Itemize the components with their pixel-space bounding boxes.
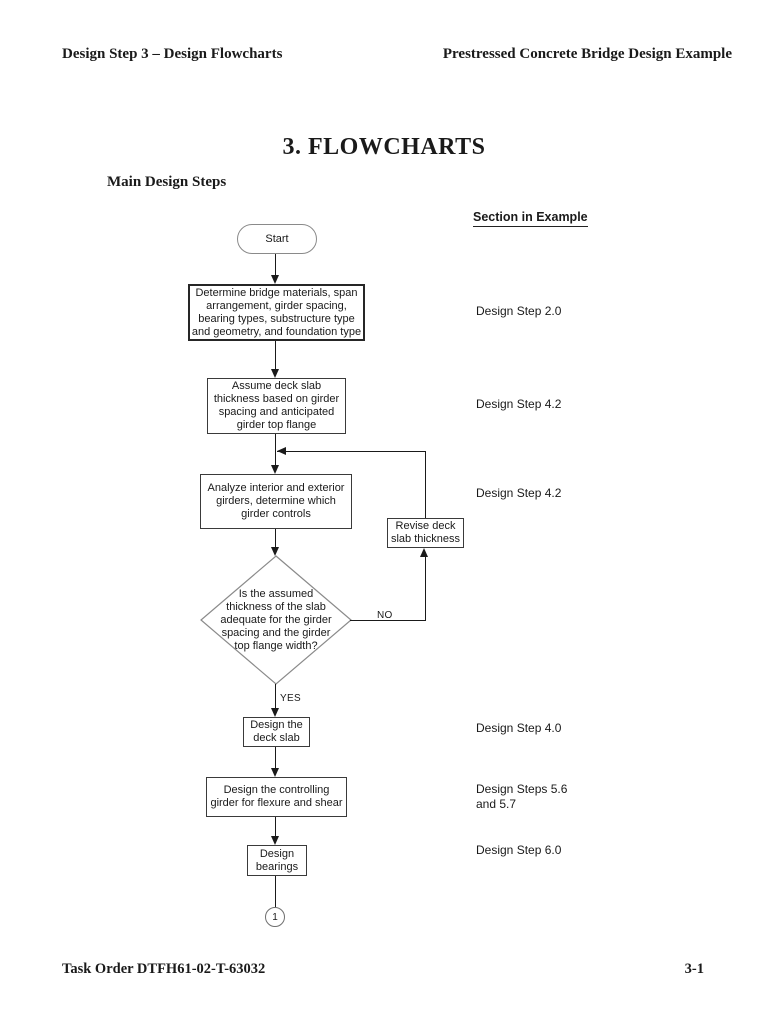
node-design-deck-slab: Design the deck slab <box>243 717 310 747</box>
connector-assume-to-analyze <box>274 434 277 465</box>
connector-girder-to-bearings <box>274 817 277 836</box>
no-branch-label: NO <box>377 610 393 621</box>
section-label-steps-5-6-5-7: Design Steps 5.6 and 5.7 <box>476 782 568 811</box>
column-header-section-in-example: Section in Example <box>473 210 588 227</box>
footer-task-order: Task Order DTFH61-02-T-63032 <box>62 961 266 977</box>
section-label-step-4-0: Design Step 4.0 <box>476 721 562 735</box>
section-label-step-4-2a: Design Step 4.2 <box>476 397 562 411</box>
no-branch-vertical <box>424 557 426 621</box>
connector-start-to-materials <box>274 254 277 275</box>
arrowhead-down-icon <box>271 275 279 284</box>
node-analyze-girders: Analyze interior and exterior girders, d… <box>200 474 352 529</box>
section-label-step-2-0: Design Step 2.0 <box>476 304 562 318</box>
arrowhead-up-icon <box>420 548 428 557</box>
connector-deck-to-girder <box>274 747 277 768</box>
connector-analyze-to-decision <box>274 529 277 547</box>
connector-materials-to-assume <box>274 341 277 369</box>
node-design-controlling-girder: Design the controlling girder for flexur… <box>206 777 347 817</box>
arrowhead-down-icon <box>271 708 279 717</box>
arrowhead-down-icon <box>271 369 279 378</box>
arrowhead-down-icon <box>271 836 279 845</box>
section-subtitle: Main Design Steps <box>107 174 227 190</box>
feedback-line-vertical <box>424 450 426 518</box>
node-assume-deck-slab: Assume deck slab thickness based on gird… <box>207 378 346 434</box>
no-branch-horizontal <box>350 619 426 622</box>
arrowhead-down-icon <box>271 547 279 556</box>
node-revise-deck-slab: Revise deck slab thickness <box>387 518 464 548</box>
arrowhead-down-icon <box>271 465 279 474</box>
page-title: 3. FLOWCHARTS <box>282 134 486 160</box>
header-right: Prestressed Concrete Bridge Design Examp… <box>442 46 732 62</box>
feedback-line-horizontal <box>277 450 426 452</box>
node-determine-materials: Determine bridge materials, span arrange… <box>188 284 365 341</box>
yes-branch-label: YES <box>280 693 301 704</box>
arrowhead-down-icon <box>271 768 279 777</box>
arrowhead-left-icon <box>277 447 286 455</box>
footer-page-number: 3-1 <box>684 961 704 977</box>
node-design-bearings: Design bearings <box>247 845 307 876</box>
yes-branch-line <box>274 684 277 708</box>
header-left: Design Step 3 – Design Flowcharts <box>62 46 283 62</box>
node-start: Start <box>237 224 317 254</box>
node-offpage-connector-1: 1 <box>265 907 285 927</box>
decision-slab-adequate: Is the assumed thickness of the slab ade… <box>220 587 332 652</box>
section-label-step-4-2b: Design Step 4.2 <box>476 486 562 500</box>
section-label-step-6-0: Design Step 6.0 <box>476 843 562 857</box>
connector-bearings-to-circle <box>274 876 277 907</box>
